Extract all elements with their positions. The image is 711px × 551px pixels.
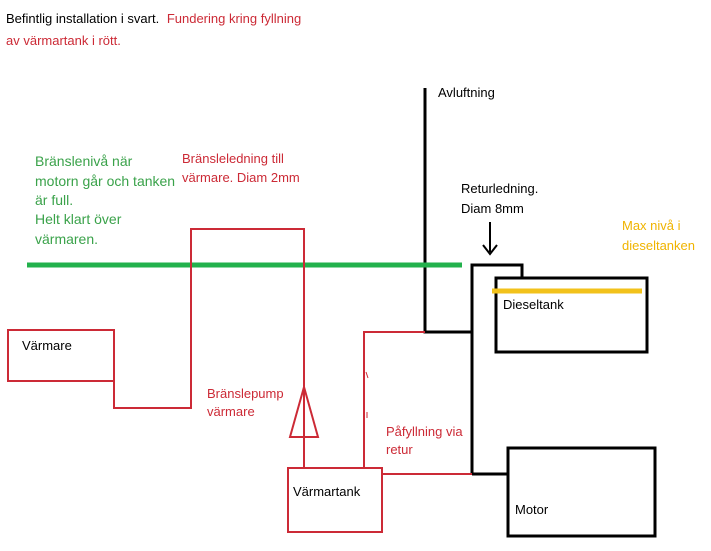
label-dieseltank: Dieseltank [503,297,564,312]
label-bransleniva-2: motorn går och tanken [35,173,175,189]
label-bransleniva-1: Bränslenivå när [35,153,133,169]
label-bransleledning-1: Bränsleledning till [182,151,284,166]
header-line2: av värmartank i rött. [6,33,121,48]
heater-tank [287,467,383,533]
label-bransleniva-5: värmaren. [35,231,98,247]
label-returledning-1: Returledning. [461,181,538,196]
label-avluftning: Avluftning [438,85,495,100]
label-varmare: Värmare [22,338,72,353]
header-line1: Befintlig installation i svart. Funderin… [6,11,301,26]
header-existing-installation: Befintlig installation i svart. [6,11,159,26]
filling-line-upper [363,331,425,468]
label-bransleniva-3: är full. [35,192,73,208]
return-line [470,263,524,474]
label-bransleledning-2: värmare. Diam 2mm [182,170,300,185]
label-max-niva-1: Max nivå i [622,218,681,233]
fuel-pump-triangle [288,383,320,438]
heater [7,329,115,382]
label-motor: Motor [515,502,549,517]
label-max-niva-2: dieseltanken [622,238,695,253]
return-arrow-head [482,244,498,256]
label-pafyllning-2: retur [386,442,413,457]
label-returledning-2: Diam 8mm [461,201,524,216]
mark-red-1 [365,371,369,379]
motor [506,446,657,538]
label-varmartank: Värmartank [293,484,361,499]
label-branslepump-1: Bränslepump [207,386,284,401]
heater-fuel-line [113,228,305,468]
label-bransleniva-4: Helt klart över [35,211,122,227]
label-pafyllning-1: Påfyllning via [386,424,463,439]
diesel-tank [494,276,649,354]
label-branslepump-2: värmare [207,404,255,419]
header-filling-idea: Fundering kring fyllning [167,11,301,26]
